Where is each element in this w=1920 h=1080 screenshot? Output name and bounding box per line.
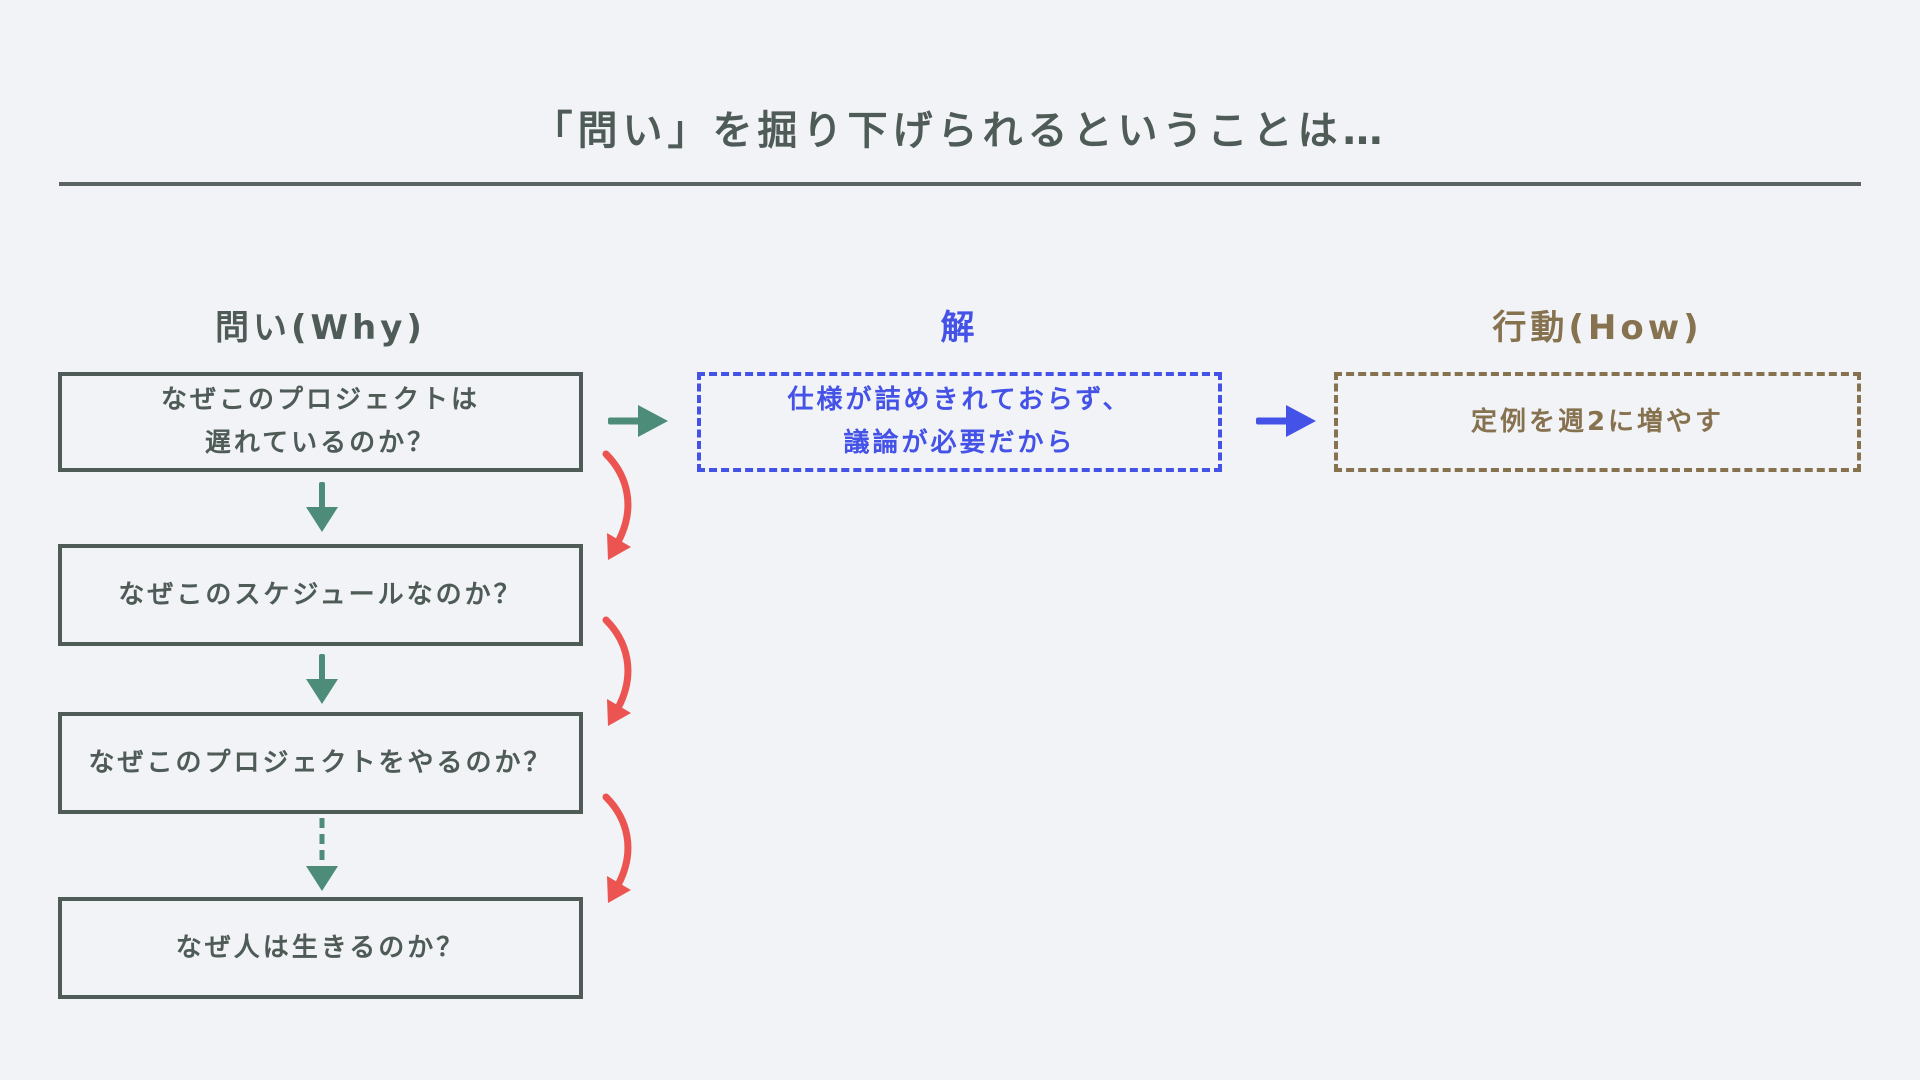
why-box-4-line-1: なぜ人は生きるのか？ <box>175 932 466 963</box>
curved-arrow-icon <box>594 793 650 905</box>
title-divider <box>59 182 1861 186</box>
column-header-how: 行動(How) <box>1492 308 1703 348</box>
why-box-4: なぜ人は生きるのか？ <box>58 897 583 999</box>
arrow-right-blue-icon <box>1256 402 1318 440</box>
page-title: 「問い」を掘り下げられるということは… <box>532 108 1388 154</box>
answer-box: 仕様が詰めきれておらず、 議論が必要だから <box>697 372 1222 472</box>
arrow-right-teal-icon <box>608 402 670 440</box>
why-box-1: なぜこのプロジェクトは 遅れているのか？ <box>58 372 583 472</box>
arrow-down-icon <box>300 654 344 704</box>
curved-arrow-icon <box>594 616 650 728</box>
why-box-2: なぜこのスケジュールなのか？ <box>58 544 583 646</box>
why-box-1-line-1: なぜこのプロジェクトは <box>160 385 480 416</box>
arrow-down-icon <box>300 482 344 532</box>
answer-box-line-2: 議論が必要だから <box>843 428 1076 458</box>
why-box-3: なぜこのプロジェクトをやるのか？ <box>58 712 583 814</box>
column-header-why: 問い(Why) <box>215 308 426 348</box>
why-box-1-line-2: 遅れているのか？ <box>204 428 437 458</box>
curved-arrow-icon <box>594 450 650 562</box>
why-box-2-line-1: なぜこのスケジュールなのか？ <box>118 579 523 610</box>
why-box-3-line-1: なぜこのプロジェクトをやるのか？ <box>88 747 553 778</box>
arrow-down-dashed-icon <box>300 816 344 892</box>
how-box: 定例を週2に増やす <box>1334 372 1861 472</box>
how-box-line-1: 定例を週2に増やす <box>1470 406 1725 437</box>
column-header-answer: 解 <box>940 308 979 348</box>
answer-box-line-1: 仕様が詰めきれておらず、 <box>787 385 1132 416</box>
